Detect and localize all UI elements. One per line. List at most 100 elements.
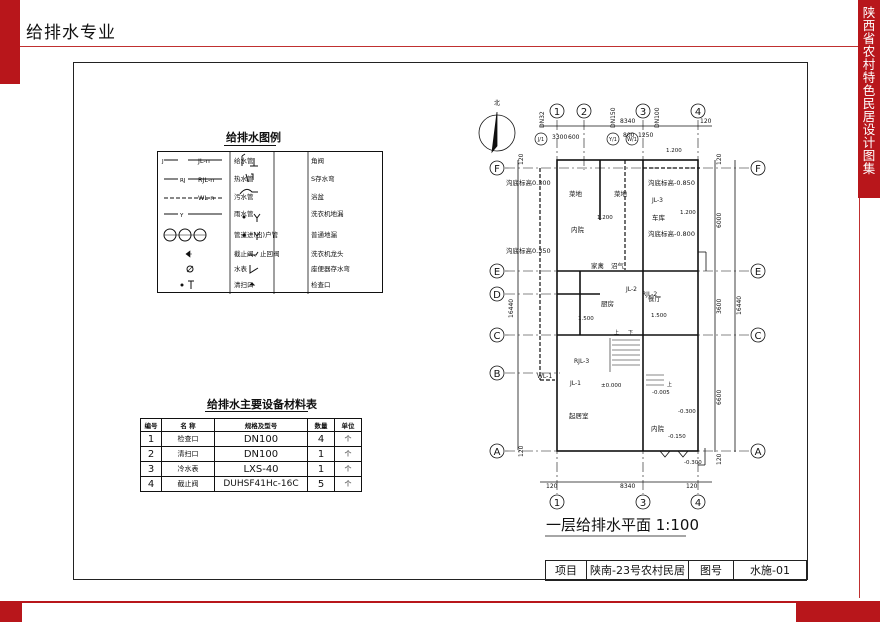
level-note-2: 沟底标高-0.850 <box>648 178 695 187</box>
axis-bubble-C-left <box>489 327 505 343</box>
legend-right-8: 检查口 <box>311 281 331 289</box>
legend-symbols: J RJ Y <box>161 152 309 294</box>
axis-label-A-left: A <box>494 447 501 458</box>
marker-y1-label: Y/1 <box>608 137 617 143</box>
level-note-4: 沟底标高0.350 <box>506 246 551 255</box>
level-9: -0.150 <box>668 434 686 440</box>
level-8: -0.300 <box>678 409 696 415</box>
marker-w1 <box>625 132 639 146</box>
legend-title: 给排水图例 <box>226 131 281 144</box>
axis-bubble-top-2 <box>576 103 592 119</box>
legend-label-7: 水表 <box>234 265 247 273</box>
series-side-band <box>858 0 880 198</box>
dim-bottom-8340: 8340 <box>620 483 635 490</box>
axis-label-top-1: 1 <box>554 107 560 118</box>
axis-label-A-right: A <box>755 447 762 458</box>
room-courtyard-south: 内院 <box>651 424 665 433</box>
room-vegetable-plot-1: 菜地 <box>569 189 583 198</box>
legend-code-j: J <box>161 159 164 165</box>
axis-bubble-F-right <box>750 160 766 176</box>
axis-label-top-3: 3 <box>640 107 646 118</box>
legend-label-6: 截止阀、止回阀 <box>234 250 280 258</box>
axis-label-C-right: C <box>755 331 762 342</box>
dim-left-16440: 16440 <box>508 299 515 318</box>
title-block-project-label: 项目 <box>546 561 587 580</box>
legend-right-1: 角阀 <box>311 157 324 165</box>
marker-j1-label: J/1 <box>537 137 544 143</box>
stair-mark-down: 下 <box>628 330 633 336</box>
dim-right-3600: 3600 <box>716 299 723 314</box>
series-title: 陕西省农村特色民居设计图集 <box>862 5 876 176</box>
axis-bubble-D-left <box>489 286 505 302</box>
axis-label-E-left: E <box>494 267 500 278</box>
axis-bubble-E-right <box>750 263 766 279</box>
legend-table: J RJ Y JL-n RJL-n WL-n 给水管 热水管 污水管 雨水管 管… <box>157 151 383 294</box>
dim-right-16440: 16440 <box>736 296 743 315</box>
axis-label-top-2: 2 <box>581 107 587 118</box>
legend-code-y: Y <box>179 213 184 219</box>
legend-label-4: 雨水管 <box>234 210 254 218</box>
legend-label-2: 热水管 <box>234 175 254 183</box>
cell-unit: 个 <box>334 446 362 462</box>
plan-title: 一层给排水平面 1:100 <box>546 516 699 534</box>
level-2: 1.200 <box>597 215 613 221</box>
legend-right-7: 座便器存水弯 <box>311 265 350 273</box>
header-rule <box>20 46 860 47</box>
stair <box>609 338 664 386</box>
room-garage: 车库 <box>652 213 666 222</box>
axis-bubble-E-left <box>489 263 505 279</box>
title-block-drawing-no-label: 图号 <box>689 561 734 580</box>
axis-label-bottom-1: 1 <box>554 498 560 509</box>
entry-steps <box>659 450 689 458</box>
stair-mark-up-2: 上 <box>667 381 672 388</box>
level-1: 1.200 <box>666 148 682 154</box>
dim-top-8340: 8340 <box>620 118 635 125</box>
level-5: 1.500 <box>651 313 667 319</box>
level-7: -0.005 <box>652 390 670 396</box>
level-note-1: 沟底标高0.300 <box>506 178 551 187</box>
title-block-project-name: 陕南-23号农村民居 <box>587 561 689 580</box>
dim-top-600: 600 <box>568 134 580 141</box>
axis-bubble-top-1 <box>549 103 565 119</box>
dim-bottom-120-right: 120 <box>686 483 698 490</box>
legend-code-3: WL-n <box>198 194 215 202</box>
footer-rule <box>0 601 880 603</box>
dim-right-120-top: 120 <box>716 153 723 165</box>
materials-title-underline <box>205 411 308 412</box>
north-label: 北 <box>494 99 500 107</box>
axis-label-C-left: C <box>494 331 501 342</box>
room-vegetable-plot-2: 菜地 <box>614 189 628 198</box>
riser-jl2: JL-2 <box>625 286 637 293</box>
legend-right-4: 洗衣机地漏 <box>311 210 344 218</box>
legend-code-1: JL-n <box>198 157 210 165</box>
title-block: 项目 陕南-23号农村民居 图号 水施-01 <box>545 560 807 581</box>
table-row: 2 清扫口 DN100 1 个 <box>140 446 362 462</box>
side-rule <box>859 198 860 598</box>
legend-label-5: 管道进(出)户管 <box>234 231 279 239</box>
axis-label-D-left: D <box>493 290 501 301</box>
room-courtyard-north: 内院 <box>571 225 585 234</box>
legend-code-rj: RJ <box>180 178 186 184</box>
axis-bubble-bottom-1 <box>549 494 565 510</box>
legend-right-6: 洗衣机龙头 <box>311 250 344 258</box>
legend-label-3: 污水管 <box>234 193 254 201</box>
pipe-label-dn32: DN32 <box>539 111 546 128</box>
marker-y1 <box>606 132 620 146</box>
riser-jl3: JL-3 <box>651 197 663 204</box>
materials-title: 给排水主要设备材料表 <box>207 398 317 411</box>
room-living: 起居室 <box>569 411 589 420</box>
axis-bubble-C-right <box>750 327 766 343</box>
footer-right-block <box>796 603 880 622</box>
dim-right-6000: 6000 <box>716 213 723 228</box>
level-10: -0.300 <box>684 460 702 466</box>
room-dining: 餐厅 <box>648 294 662 303</box>
cell-no: 4 <box>140 476 162 492</box>
legend-right-2: S存水弯 <box>311 175 335 183</box>
page-title: 给排水专业 <box>26 23 116 43</box>
axis-label-F-left: F <box>494 164 500 175</box>
axis-label-F-right: F <box>755 164 761 175</box>
riser-jl1: JL-1 <box>569 380 581 387</box>
axis-label-top-4: 4 <box>695 107 701 118</box>
legend-label-8: 清扫口 <box>234 281 254 289</box>
